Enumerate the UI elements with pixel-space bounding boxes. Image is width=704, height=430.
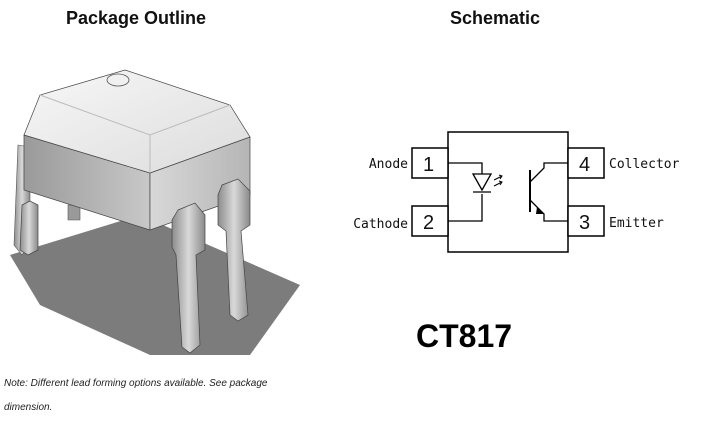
schematic-title: Schematic xyxy=(450,8,541,28)
lead-front-left xyxy=(171,202,206,354)
pin-label-anode: Anode xyxy=(369,157,408,172)
pin-number-1: 1 xyxy=(423,154,434,176)
pin-label-emitter: Emitter xyxy=(609,216,664,231)
lead-forming-note: Note: Different lead forming options ava… xyxy=(4,378,268,413)
pin-number-4: 4 xyxy=(579,154,590,176)
pin-number-3: 3 xyxy=(579,212,590,234)
pin1-marker xyxy=(106,73,130,87)
pin-label-cathode: Cathode xyxy=(353,217,408,232)
package-outline-illustration xyxy=(10,69,300,355)
shadow xyxy=(10,215,300,355)
lead-back-left xyxy=(19,200,39,256)
package-outline-title: Package Outline xyxy=(66,8,207,28)
led-symbol xyxy=(471,173,493,192)
schematic-diagram: 1 2 4 3 Anode Cathode Collector Emitter xyxy=(353,131,680,253)
part-number: CT817 xyxy=(416,318,513,354)
pin-box-3 xyxy=(567,205,605,237)
pin-label-collector: Collector xyxy=(609,157,680,172)
pin-box-4 xyxy=(567,147,605,179)
lead-front-right xyxy=(217,178,251,322)
emission-arrows xyxy=(493,174,503,181)
pin-number-2: 2 xyxy=(423,212,434,234)
package-body xyxy=(447,131,569,253)
